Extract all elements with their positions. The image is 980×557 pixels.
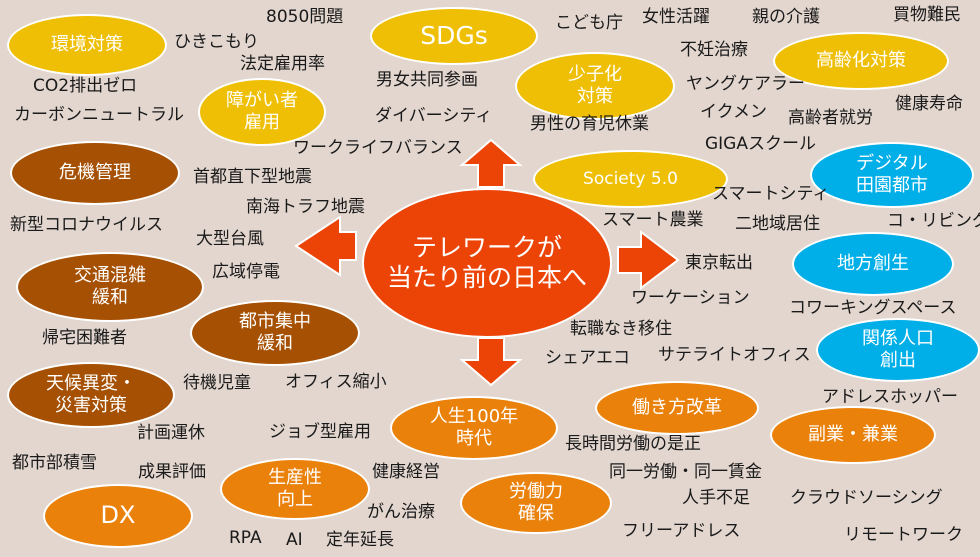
term: アドレスホッパー bbox=[822, 387, 958, 407]
term: クラウドソーシング bbox=[790, 488, 943, 508]
node-aging-society: 高齢化対策 bbox=[773, 32, 949, 90]
term: 二地域居住 bbox=[735, 214, 820, 234]
term: 東京転出 bbox=[685, 253, 753, 273]
term: 法定雇用率 bbox=[240, 54, 325, 74]
term: GIGAスクール bbox=[705, 134, 816, 154]
node-side-job: 副業・兼業 bbox=[770, 406, 936, 464]
term: イクメン bbox=[700, 102, 767, 122]
node-declining-birthrate: 少子化 対策 bbox=[515, 52, 675, 120]
term: 首都直下型地震 bbox=[193, 167, 312, 187]
node-sdgs: SDGs bbox=[370, 7, 538, 65]
arrow-down bbox=[459, 337, 523, 387]
term: 買物難民 bbox=[893, 5, 961, 25]
node-regional-revitalization: 地方創生 bbox=[792, 232, 954, 296]
term: フリーアドレス bbox=[622, 521, 741, 541]
node-labor-force: 労働力 確保 bbox=[460, 472, 612, 534]
arrow-up bbox=[459, 138, 523, 188]
term: ダイバーシティ bbox=[375, 106, 493, 126]
term: 同一労働・同一賃金 bbox=[609, 462, 762, 482]
term: リモートワーク bbox=[844, 525, 963, 545]
term: 不妊治療 bbox=[680, 40, 748, 60]
center-theme-node: テレワークが 当たり前の日本へ bbox=[362, 188, 612, 338]
arrow-left bbox=[294, 215, 357, 277]
term: 新型コロナウイルス bbox=[10, 215, 163, 235]
node-dx: DX bbox=[43, 484, 193, 548]
term: 健康寿命 bbox=[895, 94, 963, 114]
node-traffic-congestion: 交通混雑 緩和 bbox=[16, 252, 204, 322]
term: 計画運休 bbox=[137, 423, 205, 443]
node-environment: 環境対策 bbox=[7, 14, 167, 76]
term: 定年延長 bbox=[326, 530, 394, 550]
term: ひきこもり bbox=[174, 32, 259, 52]
term: 人手不足 bbox=[682, 488, 750, 508]
term: サテライトオフィス bbox=[658, 345, 811, 365]
term: 8050問題 bbox=[266, 7, 344, 27]
node-work-style-reform: 働き方改革 bbox=[595, 381, 759, 435]
term: ヤングケアラー bbox=[686, 74, 805, 94]
term: ジョブ型雇用 bbox=[269, 422, 371, 442]
term: 親の介護 bbox=[752, 7, 820, 27]
term: スマートシティ bbox=[712, 184, 830, 204]
term: コ・リビング bbox=[887, 211, 980, 231]
term: 南海トラフ地震 bbox=[246, 197, 365, 217]
term: 広域停電 bbox=[212, 262, 280, 282]
term: 都市部積雪 bbox=[12, 453, 97, 473]
term: がん治療 bbox=[367, 502, 435, 522]
term: AI bbox=[286, 530, 303, 550]
node-crisis-management: 危機管理 bbox=[10, 141, 180, 205]
term: 高齢者就労 bbox=[788, 108, 873, 128]
term: 大型台風 bbox=[196, 229, 264, 249]
term: コワーキングスペース bbox=[789, 298, 957, 318]
term: スマート農業 bbox=[602, 210, 704, 230]
arrow-right bbox=[617, 229, 680, 291]
term: 男女共同参画 bbox=[376, 70, 478, 90]
term: シェアエコ bbox=[545, 348, 630, 368]
term: ワーケーション bbox=[631, 288, 750, 308]
term: CO2排出ゼロ bbox=[33, 76, 138, 96]
node-100-year-life: 人生100年 時代 bbox=[390, 396, 558, 460]
node-productivity: 生産性 向上 bbox=[220, 458, 370, 520]
term: オフィス縮小 bbox=[285, 372, 387, 392]
node-urban-concentration: 都市集中 緩和 bbox=[190, 300, 360, 366]
term: 男性の育児休業 bbox=[530, 114, 649, 134]
term: ワークライフバランス bbox=[293, 138, 463, 158]
term: 女性活躍 bbox=[642, 7, 710, 27]
term: 帰宅困難者 bbox=[42, 328, 127, 348]
term: 転職なき移住 bbox=[570, 319, 672, 339]
node-digital-garden-city: デジタル 田園都市 bbox=[810, 142, 974, 208]
term: 健康経営 bbox=[372, 462, 440, 482]
term: 長時間労働の是正 bbox=[565, 434, 701, 454]
term: RPA bbox=[229, 528, 262, 548]
term: 待機児童 bbox=[183, 373, 251, 393]
term: こども庁 bbox=[555, 13, 623, 33]
term: 成果評価 bbox=[138, 462, 206, 482]
node-disability-employment: 障がい者 雇用 bbox=[198, 78, 326, 146]
term: カーボンニュートラル bbox=[14, 105, 184, 125]
node-related-population: 関係人口 創出 bbox=[816, 318, 980, 382]
node-society-5: Society 5.0 bbox=[533, 150, 728, 208]
node-disaster-countermeasures: 天候異変・ 災害対策 bbox=[7, 362, 175, 428]
